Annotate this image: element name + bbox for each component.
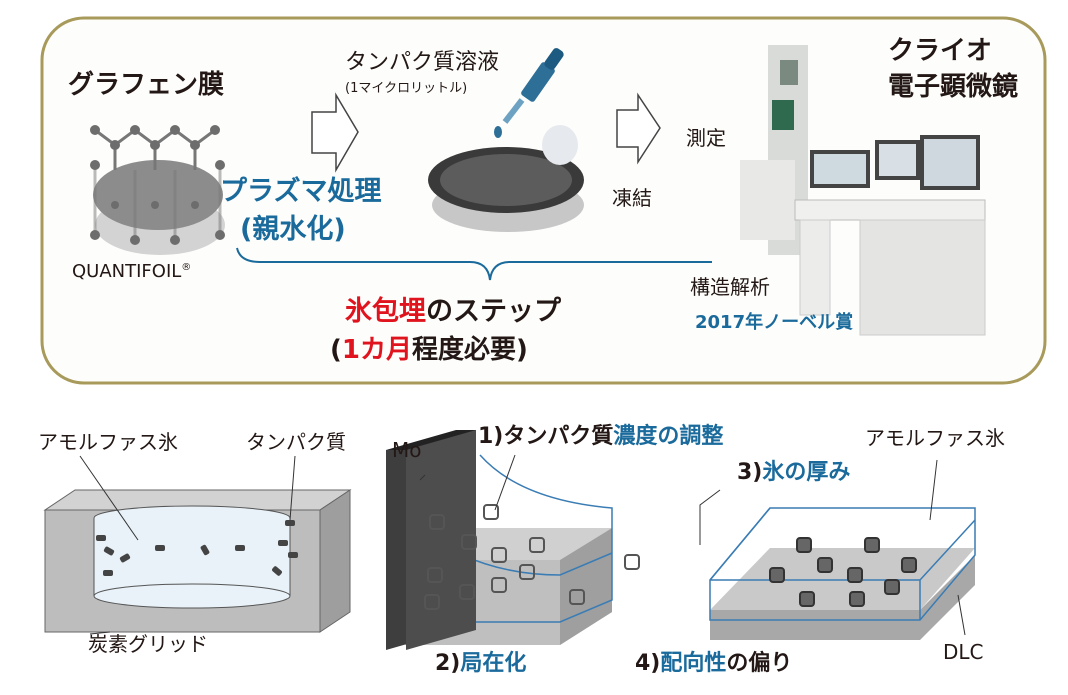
nobel-label: 2017年ノーベル賞: [695, 312, 854, 333]
arrow-right-icon: [616, 92, 661, 165]
issue-highlight: 濃度の調整: [613, 424, 724, 449]
leader-line: [957, 594, 966, 636]
freeze-label: 凍結: [612, 186, 652, 210]
graphene-grid-illustration: [90, 125, 225, 255]
issue-4: 4)配向性の偏り: [635, 653, 792, 675]
leader-line: [929, 459, 938, 521]
amorphous-ice-label: アモルファス氷: [38, 430, 178, 454]
issue-3: 3)氷の厚み: [737, 462, 850, 484]
issue-number: 1): [478, 424, 504, 449]
issue-2: 2)局在化: [435, 653, 526, 675]
mo-label: Mo: [392, 438, 422, 462]
duration-rest: 程度必要): [411, 335, 528, 365]
quantifoil-text: QUANTIFOIL: [72, 261, 182, 282]
carbon-grid-label: 炭素グリッド: [88, 632, 208, 656]
registered-mark: ®: [181, 262, 192, 273]
issue-highlight: 配向性: [660, 651, 727, 676]
protein-particles: [424, 504, 640, 610]
dropper-icon: [494, 48, 564, 138]
protein-label: タンパク質: [246, 430, 346, 454]
quantifoil-label: QUANTIFOIL®: [72, 263, 191, 281]
orientation-slab-illustration: [709, 507, 976, 640]
ice-embedding-text: 氷包埋: [345, 296, 426, 327]
brace: [236, 247, 712, 281]
issue-1: 1)タンパク質濃度の調整: [478, 426, 723, 448]
duration-label: (1カ月程度必要): [330, 337, 528, 363]
dlc-label: DLC: [943, 640, 984, 664]
microscope-title-1: クライオ: [888, 36, 993, 66]
issue-highlight: 局在化: [460, 651, 527, 676]
leader-line: [79, 455, 139, 541]
step-text: のステップ: [426, 296, 561, 327]
ice-embedding-step: 氷包埋のステップ: [345, 298, 561, 325]
plasma-treatment-label: プラズマ処理: [220, 176, 382, 207]
leader-line: [89, 631, 111, 635]
protein-particles: [769, 537, 917, 607]
paren: (: [330, 335, 342, 365]
amorphous-ice-label-right: アモルファス氷: [865, 426, 1005, 450]
protein-solution-label: タンパク質溶液: [345, 50, 500, 75]
leader-line: [494, 454, 516, 511]
issue-text: の偏り: [726, 651, 793, 676]
issue-number: 2): [435, 651, 461, 676]
issue-number: 3): [737, 460, 763, 485]
localization-slab-illustration: [386, 430, 613, 650]
cryo-em-microscope-illustration: [740, 45, 986, 336]
measure-label: 測定: [686, 126, 726, 150]
volume-label: (1マイクロリットル): [345, 81, 468, 96]
issue-text: タンパク質: [503, 424, 614, 449]
graphene-title: グラフェン膜: [68, 70, 225, 100]
leader-line: [699, 489, 721, 545]
arrow-right-icon: [311, 92, 359, 173]
ice-box-illustration: [43, 489, 352, 633]
grid-disk-illustration: [428, 125, 584, 232]
leader-line: [289, 455, 296, 521]
issue-highlight: 氷の厚み: [762, 460, 851, 485]
structure-analysis-label: 構造解析: [690, 275, 770, 299]
hydrophilic-label: (親水化): [240, 214, 346, 245]
duration-value: 1カ月: [341, 335, 412, 365]
microscope-title-2: 電子顕微鏡: [888, 72, 1019, 102]
issue-number: 4): [635, 651, 661, 676]
leader-line: [419, 474, 426, 481]
